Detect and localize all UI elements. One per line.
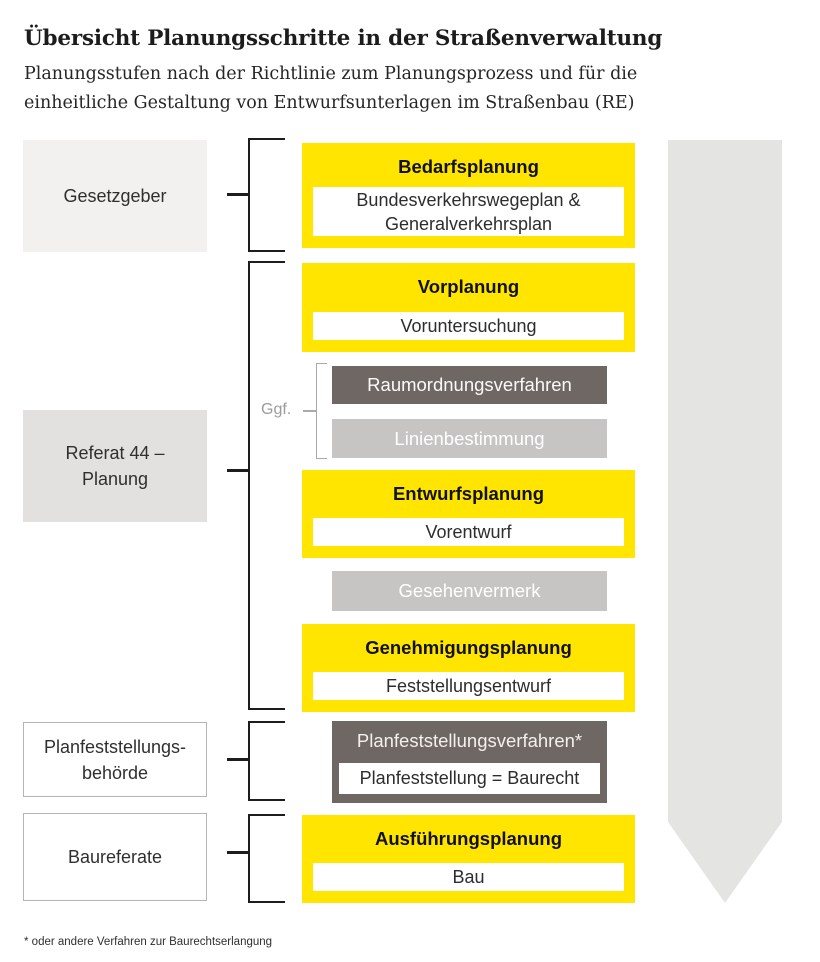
box-gesehenvermerk: Gesehenvermerk: [332, 571, 607, 611]
actor-box-baureferate: Baureferate: [23, 813, 207, 901]
stage-title: Vorplanung: [417, 276, 520, 297]
stage-detail: Bau: [313, 863, 624, 891]
ggf-label: Ggf.: [261, 401, 292, 418]
stage-box-ausfuehrungsplanung: Ausführungsplanung Bau: [302, 815, 635, 903]
stage-detail: Vorentwurf: [313, 518, 624, 546]
stage-title: Ausführungsplanung: [374, 828, 563, 849]
page-subtitle: Planungsstufen nach der Richtlinie zum P…: [24, 64, 638, 113]
footnote: * oder andere Verfahren zur Baurechtserl…: [24, 936, 273, 948]
actor-box-gesetzgeber: Gesetzgeber: [23, 140, 207, 252]
connector-line-baureferate: [227, 851, 249, 854]
stage-box-bedarfsplanung: Bedarfsplanung Bundesverkehrswegeplan & …: [302, 143, 635, 248]
stage-detail: Voruntersuchung: [313, 312, 624, 340]
bracket-baureferate: [248, 814, 285, 903]
bracket-referat-44: [248, 261, 285, 710]
actor-box-planfeststellungsbehoerde: Planfeststellungs- behörde: [23, 722, 207, 797]
bracket-planfeststellungsbehoerde: [248, 721, 285, 801]
connector-line-gesetzgeber: [227, 193, 249, 196]
stage-title: Bedarfsplanung: [398, 156, 539, 177]
stage-title: Genehmigungsplanung: [365, 637, 572, 658]
planfeststellung-detail: Planfeststellung = Baurecht: [339, 763, 600, 794]
actor-box-referat-44-planung: Referat 44 – Planung: [23, 410, 207, 522]
ggf-bracket: [316, 363, 327, 459]
optional-box-linienbestimmung: Linienbestimmung: [332, 419, 607, 458]
bracket-gesetzgeber: [248, 138, 285, 252]
planfeststellung-title: Planfeststellungsverfahren*: [356, 730, 583, 751]
ggf-bracket-tick: [303, 410, 316, 412]
connector-line-planfeststellungsbehoerde: [227, 758, 249, 761]
stage-detail: Feststellungsentwurf: [313, 672, 624, 700]
page-title: Übersicht Planungsschritte in der Straße…: [24, 26, 663, 51]
stage-box-genehmigungsplanung: Genehmigungsplanung Feststellungsentwurf: [302, 624, 635, 712]
stage-title: Entwurfsplanung: [392, 483, 545, 504]
stage-box-entwurfsplanung: Entwurfsplanung Vorentwurf: [302, 470, 635, 558]
stage-box-vorplanung: Vorplanung Voruntersuchung: [302, 263, 635, 352]
box-planfeststellungsverfahren: Planfeststellungsverfahren* Planfeststel…: [332, 721, 607, 803]
optional-box-raumordnungsverfahren: Raumordnungsverfahren: [332, 366, 607, 404]
connector-line-referat-44: [227, 469, 249, 472]
process-flow-arrow: [668, 140, 782, 903]
stage-detail: Bundesverkehrswegeplan & Generalverkehrs…: [313, 187, 624, 236]
